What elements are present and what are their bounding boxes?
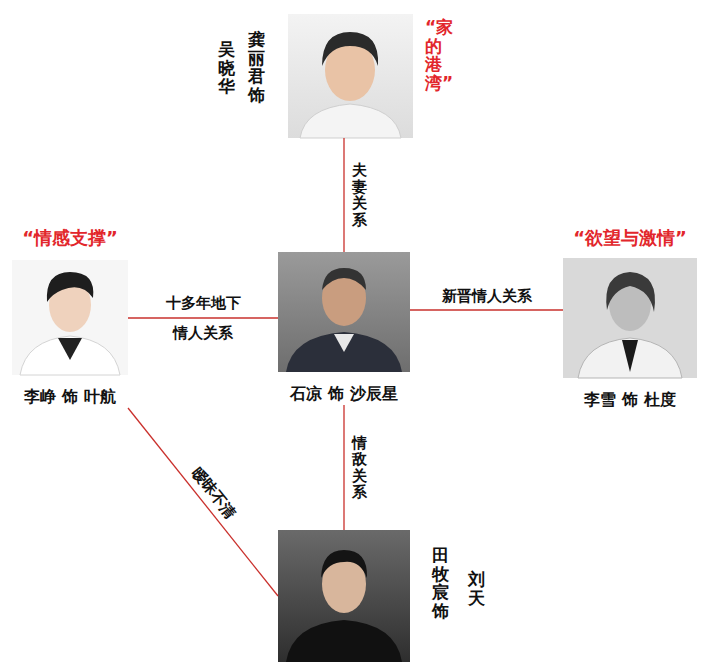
photo-frame	[278, 530, 410, 662]
actor-role-name: 龚丽君 饰	[248, 30, 265, 105]
portrait-photo	[12, 260, 128, 375]
relation-line	[128, 317, 278, 318]
actor-role-name: 吴晓华	[218, 40, 235, 96]
portrait-photo	[278, 530, 410, 662]
actor-role-name: 李雪 饰 杜度	[584, 390, 675, 411]
role-tagline: “家的港湾”	[425, 18, 442, 93]
character-node: 石凉 饰 沙辰星	[278, 252, 410, 405]
role-tagline: “情感支撑”	[22, 226, 118, 250]
relation-line	[410, 309, 563, 310]
relation-label: 夫妻关系	[352, 162, 367, 228]
photo-frame	[12, 260, 128, 375]
actor-role-name: 刘天	[468, 570, 485, 607]
character-node: “欲望与激情”李雪 饰 杜度	[563, 258, 697, 411]
relation-line	[343, 138, 344, 252]
relation-label: 情敌关系	[352, 435, 367, 501]
relation-line	[128, 408, 278, 596]
character-node: “情感支撑”李峥 饰 叶航	[12, 260, 128, 408]
photo-frame	[278, 252, 410, 372]
portrait-photo	[288, 14, 413, 138]
actor-role-name: 石凉 饰 沙辰星	[290, 384, 397, 405]
relation-line	[343, 405, 344, 530]
relation-label: 十多年地下 情人关系	[163, 288, 244, 348]
photo-frame	[288, 14, 413, 138]
actor-role-name: 李峥 饰 叶航	[24, 387, 115, 408]
portrait-photo	[278, 252, 410, 372]
role-tagline: “欲望与激情”	[573, 226, 687, 250]
relation-label: 新晋情人关系	[442, 287, 532, 306]
photo-frame	[563, 258, 697, 378]
relation-label: 暧昧不清	[187, 463, 241, 524]
character-node: 龚丽君 饰吴晓华“家的港湾”	[288, 14, 413, 138]
portrait-photo	[563, 258, 697, 378]
actor-role-name: 田牧宸 饰	[432, 546, 449, 621]
character-node: 田牧宸 饰刘天	[278, 530, 410, 662]
